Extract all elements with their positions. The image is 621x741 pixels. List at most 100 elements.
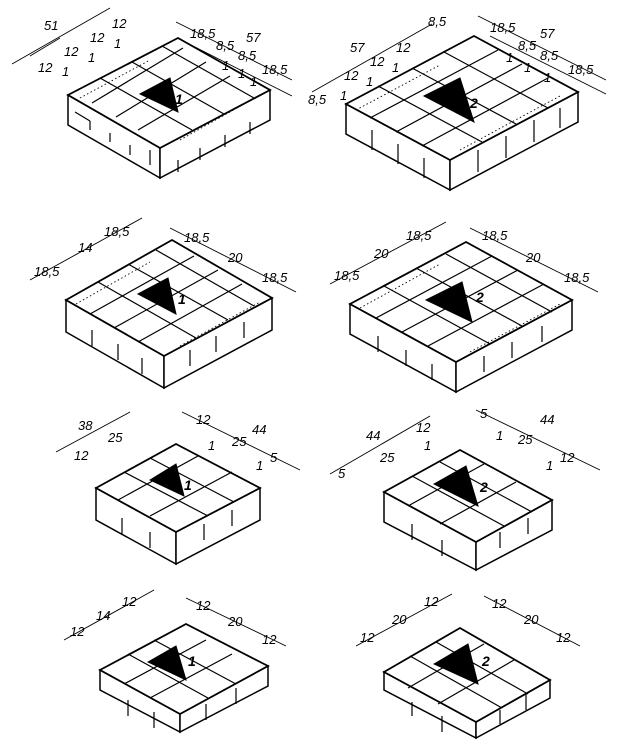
dim-right-7: 1: [250, 74, 257, 89]
dim-right-2: 20: [227, 250, 243, 265]
dim-left-2: 14: [78, 240, 92, 255]
dim-right-4: 18,5: [568, 62, 594, 77]
dim-right-1: 18,5: [490, 20, 516, 35]
figure-pier-c2: 2 44 5 25 12 1 44 5 25 12 1 1: [329, 406, 601, 572]
dim-left-1: 18,5: [34, 264, 60, 279]
dim-left-total: 57: [350, 40, 365, 55]
opening-triangle: [432, 643, 479, 685]
figure-pier-b1: 1 18,5 14 18,5 18,5 20 18,5: [29, 217, 297, 390]
dim-left-2: 12: [64, 44, 79, 59]
dim-right-1: 18,5: [184, 230, 210, 245]
dim-right-3: 5: [270, 450, 278, 465]
marker-label: 1: [178, 291, 186, 307]
marker-label: 1: [188, 653, 196, 669]
dim-right-2: 25: [517, 432, 533, 447]
dim-right-3: 18,5: [262, 270, 288, 285]
marker-label: 2: [469, 95, 478, 111]
dim-right-5: 1: [546, 458, 553, 473]
dim-left-1: 12: [38, 60, 53, 75]
dim-right-1: 12: [196, 412, 211, 427]
opening-triangle: [424, 281, 473, 323]
dim-right-3: 12: [560, 450, 575, 465]
dim-left-2: 25: [107, 430, 123, 445]
dim-left-2: 25: [379, 450, 395, 465]
figure-pier-d2: 2 12 20 12 12 20 12: [355, 593, 581, 740]
dim-right-4: 1: [208, 438, 215, 453]
figure-pier-a2: 2 57 8,5 12 12 12 8,5 1 1 1 57 18,5 8,5 …: [308, 14, 607, 192]
dim-left-total: 38: [78, 418, 93, 433]
dim-right-6: 1: [238, 66, 245, 81]
dim-right-3: 18,5: [564, 270, 590, 285]
dim-left-1: 5: [338, 466, 346, 481]
dim-left-3: 12: [416, 420, 431, 435]
dim-right-total: 44: [540, 412, 554, 427]
dim-right-3: 12: [556, 630, 571, 645]
dim-left-total: 44: [366, 428, 380, 443]
dim-left-2: 20: [373, 246, 389, 261]
dim-left-2: 12: [344, 68, 359, 83]
dim-left-3: 12: [90, 30, 105, 45]
opening-triangle: [146, 645, 187, 681]
dim-right-4: 18,5: [262, 62, 288, 77]
dim-left-5: 1: [62, 64, 69, 79]
marker-label: 1: [184, 477, 192, 493]
dim-right-1: 18,5: [482, 228, 508, 243]
figure-pier-a1: 1 51 12 12 12 12 1 1 1 57 18,5 8,5 8,5 1…: [11, 7, 293, 180]
dim-right-2: 25: [231, 434, 247, 449]
dim-right-3: 8,5: [540, 48, 559, 63]
dim-left-3: 18,5: [406, 228, 432, 243]
dim-left-3: 12: [122, 594, 137, 609]
dim-right-total: 57: [246, 30, 261, 45]
dim-right-2: 20: [523, 612, 539, 627]
dim-right-4: 1: [496, 428, 503, 443]
dim-left-4: 1: [424, 438, 431, 453]
dim-right-1: 12: [492, 596, 507, 611]
opening-triangle: [422, 77, 475, 124]
dim-left-2: 14: [96, 608, 110, 623]
dim-left-4: 12: [396, 40, 411, 55]
dim-right-1: 18,5: [190, 26, 216, 41]
dim-left-3: 12: [370, 54, 385, 69]
dim-left-7: 1: [114, 36, 121, 51]
dim-right-1: 5: [480, 406, 488, 421]
dim-right-7: 1: [544, 70, 551, 85]
dim-left-6: 1: [340, 88, 347, 103]
dim-right-1: 12: [196, 598, 211, 613]
dim-right-5: 1: [256, 458, 263, 473]
dim-left-1: 12: [70, 624, 85, 639]
dim-left-7: 1: [366, 74, 373, 89]
marker-label: 2: [481, 653, 490, 669]
marker-label: 2: [475, 289, 484, 305]
marker-label: 1: [175, 91, 183, 107]
dim-right-6: 1: [524, 60, 531, 75]
dim-right-2: 20: [525, 250, 541, 265]
dim-right-2: 8,5: [518, 38, 537, 53]
opening-triangle: [138, 77, 179, 113]
figure-pier-d1: 1 12 14 12 12 20 12: [63, 589, 287, 734]
dim-right-5: 1: [222, 58, 229, 73]
figure-pier-b2: 2 18,5 20 18,5 18,5 20 18,5: [329, 221, 599, 394]
dim-right-2: 20: [227, 614, 243, 629]
dim-left-2: 20: [391, 612, 407, 627]
dim-left-3: 12: [424, 594, 439, 609]
dim-left-1: 12: [74, 448, 89, 463]
opening-triangle: [432, 465, 479, 507]
dim-left-total: 51: [44, 18, 58, 33]
dim-right-total: 57: [540, 26, 555, 41]
dim-left-8: 1: [392, 60, 399, 75]
opening-triangle: [136, 277, 177, 315]
dim-right-2: 8,5: [216, 38, 235, 53]
dim-left-1: 12: [360, 630, 375, 645]
dim-left-1: 18,5: [334, 268, 360, 283]
dim-right-5: 1: [506, 50, 513, 65]
marker-label: 2: [479, 479, 488, 495]
opening-triangle: [148, 463, 185, 497]
dim-left-4: 12: [112, 16, 127, 31]
dim-right-3: 8,5: [238, 48, 257, 63]
figure-pier-c1: 1 38 12 25 44 12 25 5 1 1: [55, 411, 301, 566]
dim-left-1: 8,5: [308, 92, 327, 107]
dim-right-3: 12: [262, 632, 277, 647]
dim-left-6: 1: [88, 50, 95, 65]
